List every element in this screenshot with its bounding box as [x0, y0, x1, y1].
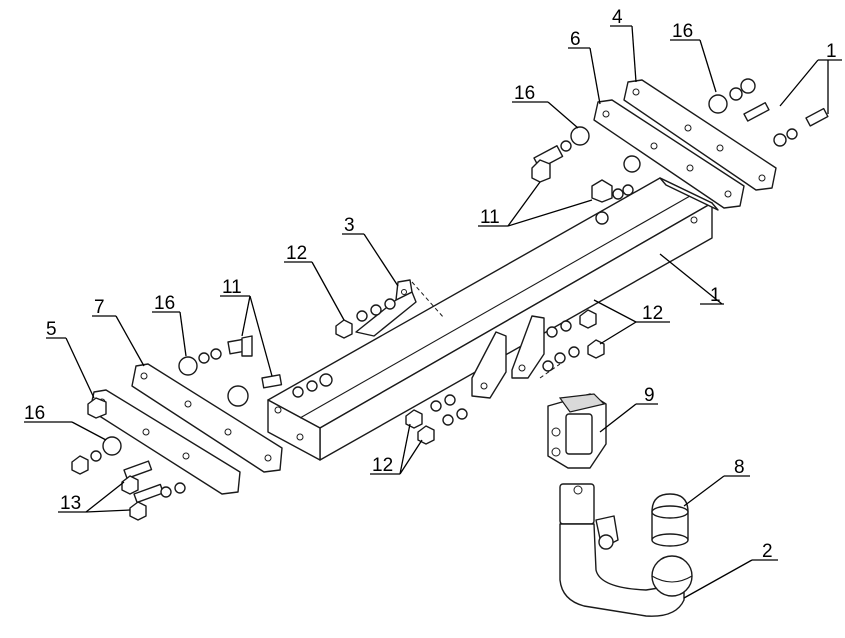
callout-13: 13: [60, 493, 81, 514]
side-plate-left-7: [131, 363, 283, 473]
callout-2: 2: [762, 541, 773, 562]
callout-12-lower: 12: [372, 455, 393, 476]
callout-3: 3: [344, 215, 355, 236]
callout-11-left: 11: [222, 277, 242, 298]
callout-16-lower-left: 16: [24, 403, 45, 424]
callout-16-upper: 16: [514, 83, 535, 104]
fasteners: [71, 78, 829, 521]
callout-6: 6: [570, 29, 581, 50]
side-plate-right-6: [593, 99, 745, 209]
leader-lines: [24, 25, 842, 599]
callout-labels: 1 1 2 3 4 5 6 7 8 9 11 11 12 12 12 13 16…: [24, 7, 837, 562]
crossbar: [267, 177, 719, 461]
callout-12-right: 12: [642, 303, 663, 324]
callout-7: 7: [94, 297, 105, 318]
callout-16-left: 16: [154, 293, 175, 314]
side-plate-right-4: [623, 79, 777, 191]
callout-9: 9: [644, 385, 655, 406]
callout-1-top: 1: [826, 41, 837, 62]
callout-8: 8: [734, 457, 745, 478]
hitch-brackets: [471, 315, 545, 399]
callout-16-top-right: 16: [672, 21, 693, 42]
callout-11-right: 11: [480, 207, 500, 228]
callout-12-upper: 12: [286, 243, 307, 264]
callout-1-middle: 1: [710, 285, 721, 306]
tow-ball-neck-2: [559, 483, 693, 617]
callout-4: 4: [612, 7, 623, 28]
socket-housing-9: [547, 393, 607, 469]
ball-cover-8: [651, 493, 689, 547]
callout-5: 5: [46, 319, 57, 340]
